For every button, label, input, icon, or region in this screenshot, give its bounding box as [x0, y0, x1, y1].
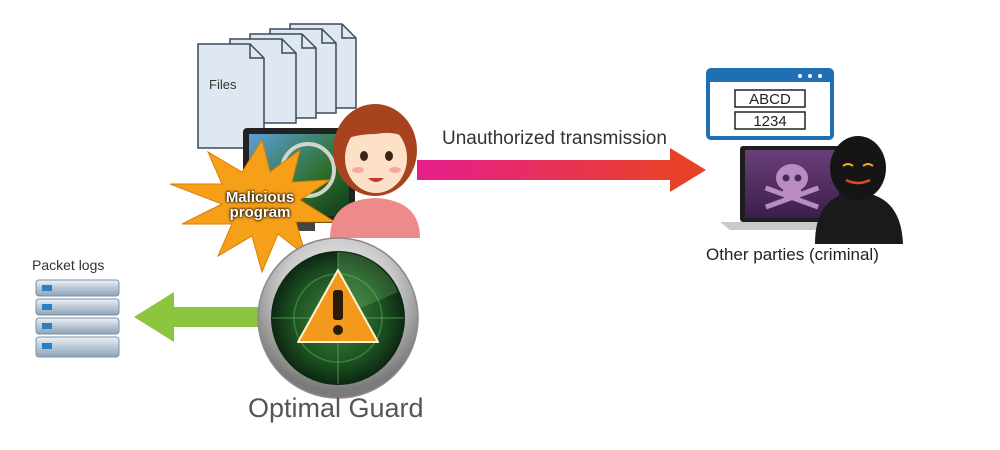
files-label: Files	[209, 77, 237, 92]
optimal-guard-label: Optimal Guard	[248, 393, 424, 423]
form-field-value: 1234	[753, 113, 787, 130]
starburst-icon	[169, 138, 337, 274]
server-icon	[35, 279, 120, 358]
form-field-value: ABCD	[749, 91, 791, 108]
other-parties-label: Other parties (criminal)	[706, 245, 879, 264]
transmission-label: Unauthorized transmission	[442, 128, 667, 149]
radar-guard-icon	[257, 237, 419, 399]
skull-icon	[764, 164, 820, 210]
packet-logs-label: Packet logs	[32, 257, 105, 273]
user-avatar	[330, 104, 420, 238]
browser-window-icon	[706, 68, 834, 140]
criminal-figure-icon	[815, 136, 903, 244]
transmission-arrow	[417, 148, 706, 192]
laptop-icon	[720, 146, 865, 230]
files-icon	[197, 23, 357, 149]
malicious-program-label: Malicious program	[225, 189, 295, 221]
warning-icon	[297, 269, 379, 343]
log-arrow	[134, 292, 264, 342]
